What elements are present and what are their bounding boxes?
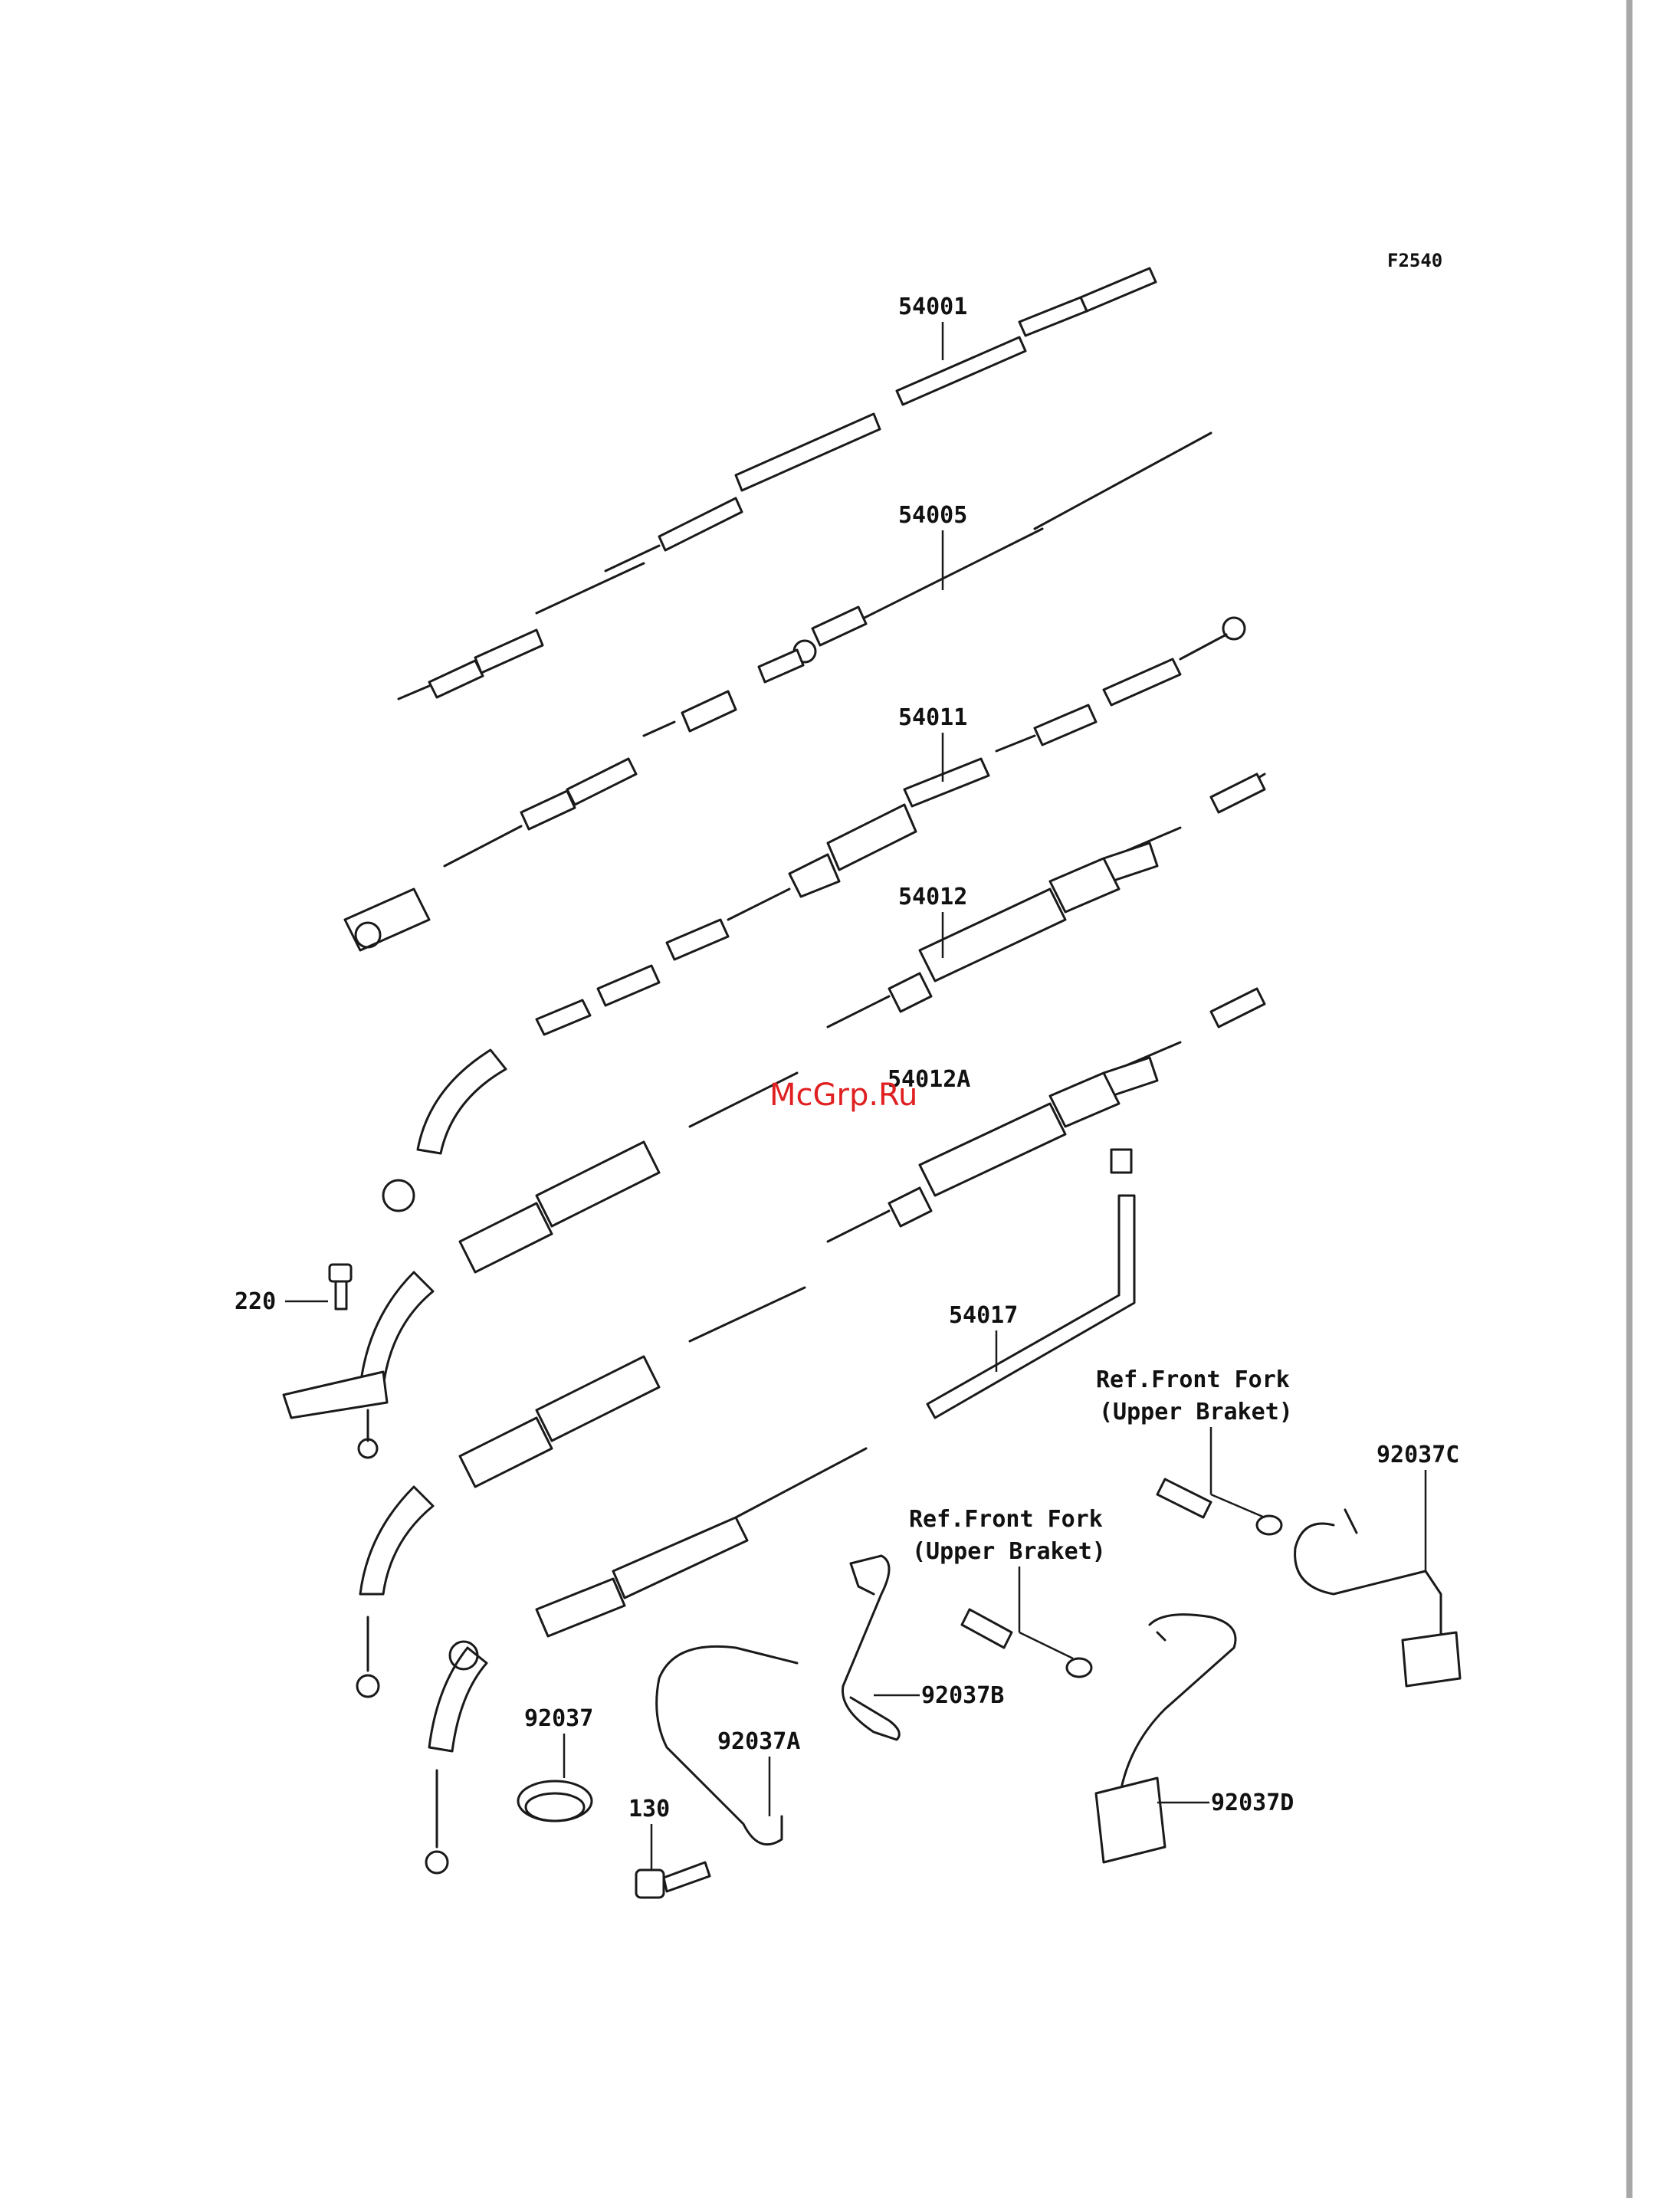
ref1-line2: (Upper Braket) bbox=[1099, 1399, 1293, 1425]
bolt-130 bbox=[636, 1862, 710, 1898]
label-54001: 54001 bbox=[898, 294, 967, 320]
bracket-92037D bbox=[1096, 1615, 1235, 1862]
label-130: 130 bbox=[628, 1796, 670, 1822]
label-92037D: 92037D bbox=[1211, 1790, 1294, 1816]
cable-54011 bbox=[383, 618, 1245, 1211]
cable-54001 bbox=[399, 268, 1156, 699]
label-54005: 54005 bbox=[898, 502, 967, 529]
bolt-ref1 bbox=[1157, 1427, 1281, 1534]
ref1-line1: Ref.Front Fork bbox=[1096, 1366, 1290, 1393]
page-border bbox=[1626, 0, 1632, 2198]
ref2-line2: (Upper Braket) bbox=[912, 1538, 1106, 1565]
bolt-220 bbox=[330, 1265, 351, 1309]
bracket-92037C bbox=[1295, 1510, 1460, 1686]
label-92037B: 92037B bbox=[921, 1682, 1004, 1709]
watermark: McGrp.Ru bbox=[769, 1078, 917, 1113]
ref2-line1: Ref.Front Fork bbox=[909, 1506, 1103, 1533]
label-54017: 54017 bbox=[949, 1302, 1018, 1329]
label-54012: 54012 bbox=[898, 884, 967, 910]
label-92037A: 92037A bbox=[717, 1728, 800, 1755]
figure-code: F2540 bbox=[1387, 250, 1442, 271]
label-92037: 92037 bbox=[524, 1705, 593, 1732]
label-54011: 54011 bbox=[898, 704, 967, 731]
bracket-92037B bbox=[843, 1556, 900, 1740]
bolt-ref2 bbox=[962, 1566, 1091, 1677]
label-92037C: 92037C bbox=[1376, 1442, 1459, 1468]
clamp-92037 bbox=[518, 1781, 592, 1821]
label-220: 220 bbox=[235, 1288, 276, 1315]
